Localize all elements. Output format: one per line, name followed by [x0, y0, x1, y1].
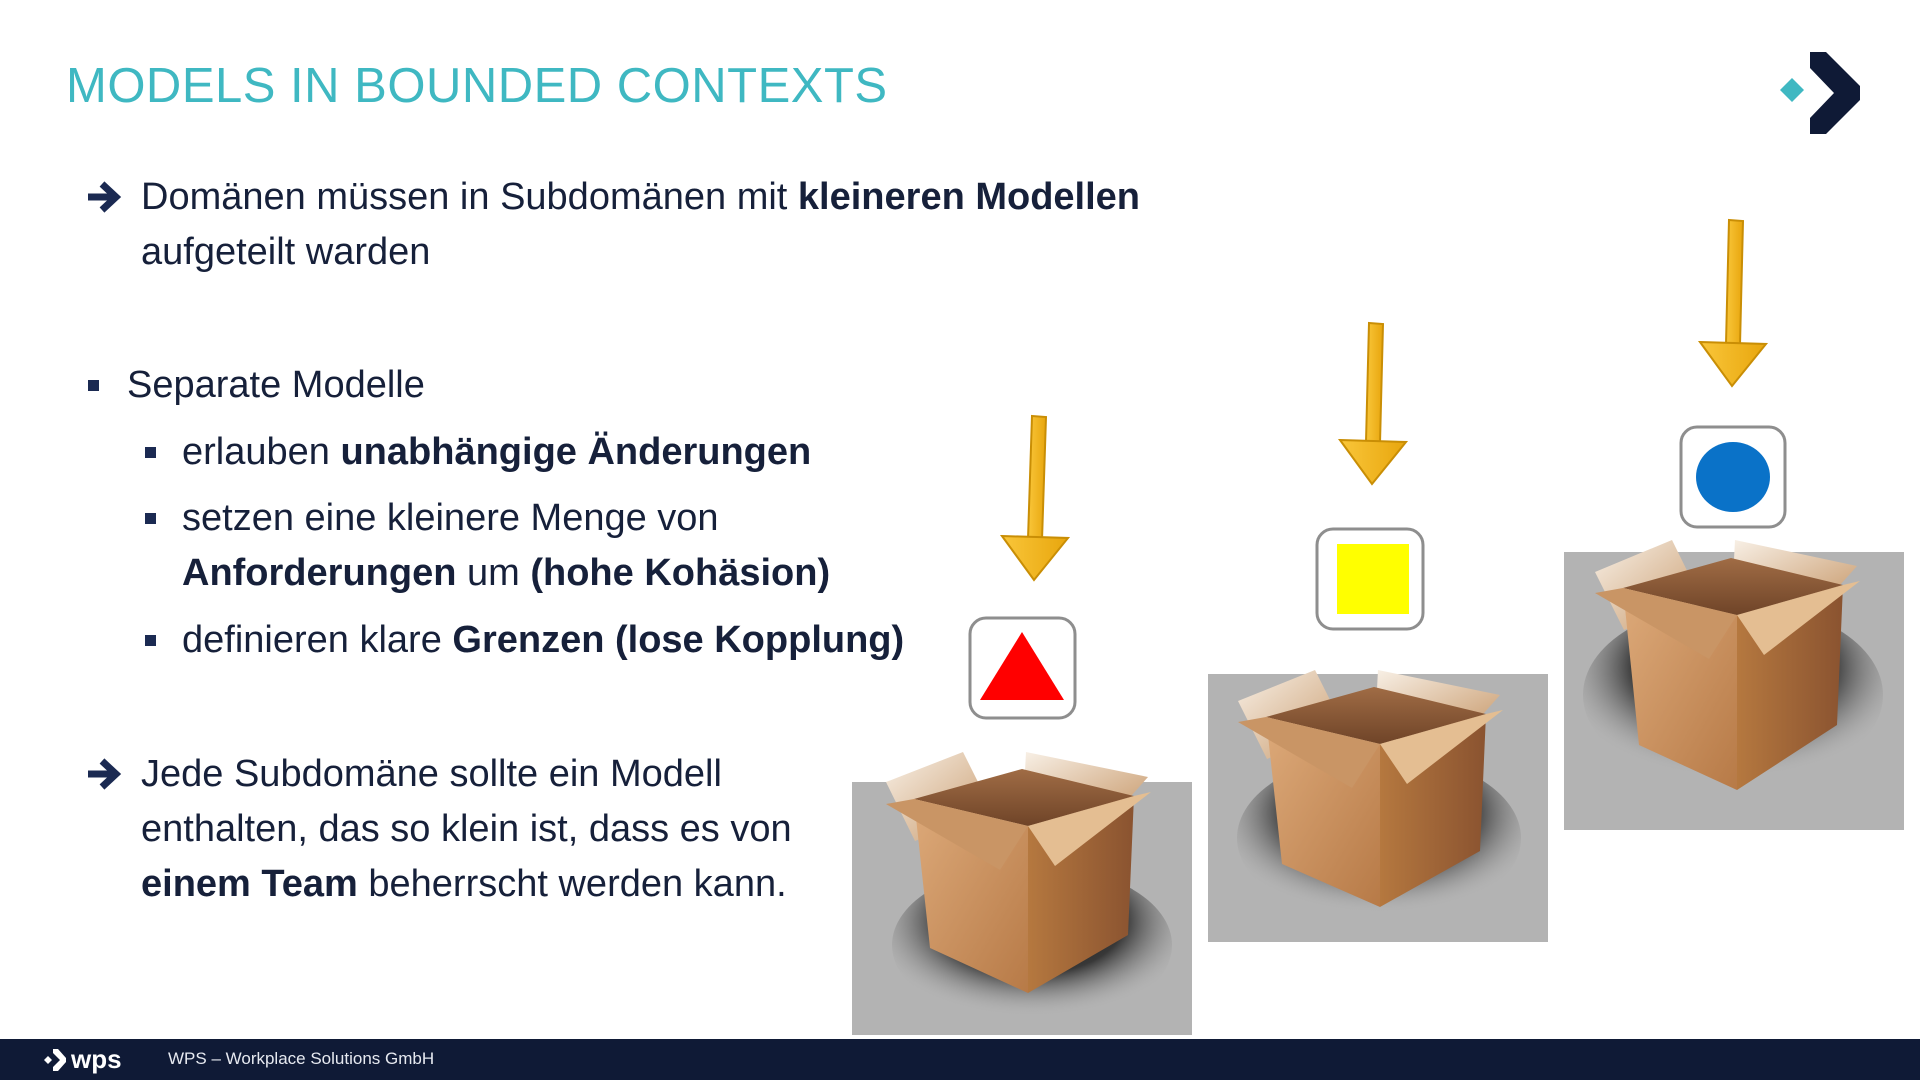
box-scene-square [1208, 321, 1548, 942]
bullet-square-icon [145, 513, 156, 524]
blue-circle-icon [1679, 425, 1787, 529]
down-arrow-icon [1337, 321, 1409, 486]
footer-bar: wps WPS – Workplace Solutions GmbH [0, 1039, 1920, 1080]
slide-title: MODELS IN BOUNDED CONTEXTS [66, 59, 888, 113]
box-scene-triangle [852, 414, 1192, 1035]
bullet-square-icon [88, 380, 99, 391]
red-triangle-icon [968, 616, 1077, 720]
section-item-two-line2: Anforderungen um (hohe Kohäsion) [182, 552, 831, 594]
section-item-three: definieren klare Grenzen (lose Kopplung) [182, 619, 905, 661]
section-label: Separate Modelle [127, 364, 425, 406]
point-one-line1: Domänen müssen in Subdomänen mit kleiner… [141, 176, 1141, 218]
bullet-square-icon [145, 447, 156, 458]
open-box-icon [886, 752, 1151, 993]
open-box-icon [1595, 540, 1860, 790]
point-two-line1: Jede Subdomäne sollte ein Modell [141, 753, 722, 795]
footer-brand: wps [70, 1046, 122, 1074]
point-one-line2: aufgeteilt warden [141, 231, 431, 273]
yellow-square-icon [1315, 527, 1425, 631]
bullet-square-icon [145, 635, 156, 646]
down-arrow-icon [999, 414, 1071, 582]
wps-footer-logo-icon: wps [44, 1046, 122, 1074]
open-box-icon [1238, 670, 1503, 907]
footer-company: WPS – Workplace Solutions GmbH [168, 1049, 435, 1068]
section-item-one: erlauben unabhängige Änderungen [182, 431, 812, 473]
arrow-right-icon [88, 758, 122, 790]
box-scene-circle [1564, 218, 1904, 830]
section-item-two-line1: setzen eine kleinere Menge von [182, 497, 719, 539]
point-two-line2: enthalten, das so klein ist, dass es von [141, 808, 792, 850]
wps-chevron-logo-icon [1780, 52, 1860, 134]
point-two-line3: einem Team beherrscht werden kann. [141, 863, 787, 905]
down-arrow-icon [1697, 218, 1769, 388]
arrow-right-icon [88, 181, 122, 213]
